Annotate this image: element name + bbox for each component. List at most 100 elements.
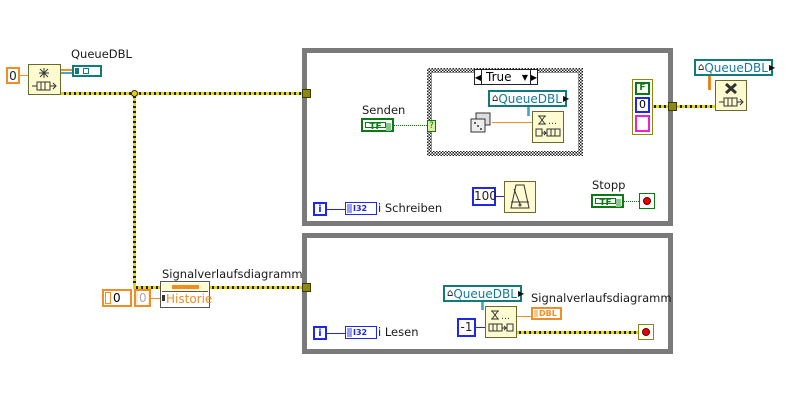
- enqueue-element-icon: …: [535, 115, 561, 137]
- queue-ref-text: QueueDBL: [704, 60, 768, 75]
- i32-label: I32: [353, 204, 368, 213]
- indicator-arrow-icon: [75, 68, 79, 74]
- case-next-icon[interactable]: ▶: [530, 70, 537, 84]
- history-constant-value: 0: [138, 291, 148, 305]
- i-schreiben-label: i Schreiben: [378, 201, 443, 215]
- senden-label: Senden: [362, 103, 406, 117]
- wire-senden: [394, 125, 428, 126]
- queue-ref-label: QueueDBL: [71, 47, 132, 61]
- timeout-constant[interactable]: -1: [457, 318, 476, 337]
- wire-junction: [131, 90, 138, 97]
- arrow-right-icon: ▶: [768, 63, 776, 72]
- chart-label-left: Signalverlaufsdiagramm: [162, 267, 303, 281]
- obtain-queue-node[interactable]: [28, 64, 61, 95]
- wire-i-schreiben: [327, 209, 345, 210]
- wire-wait: [496, 196, 504, 197]
- queue-ref-indicator[interactable]: [72, 65, 102, 77]
- chart-label-read: Signalverlaufsdiagramm: [531, 291, 672, 305]
- wire-ref-release: [708, 76, 711, 90]
- dequeue-element-node[interactable]: …: [485, 306, 517, 338]
- indicator-arrow: [347, 204, 352, 213]
- dbl-label: DBL: [539, 309, 557, 318]
- error-code: 0: [635, 97, 650, 113]
- wait-ms-constant[interactable]: 100: [472, 187, 497, 206]
- wire-size: [20, 75, 29, 76]
- increment-decrement-icon[interactable]: [105, 292, 111, 304]
- wire-i-lesen: [327, 333, 345, 334]
- i32-label: I32: [353, 328, 368, 337]
- history-constant[interactable]: 0: [134, 289, 151, 307]
- history-control[interactable]: 0: [102, 289, 132, 307]
- loop-condition-lesen[interactable]: [638, 324, 654, 340]
- error-wire-exit[interactable]: [641, 105, 675, 108]
- tunnel-schreiben-in[interactable]: [302, 89, 311, 98]
- while-loop-schreiben[interactable]: [302, 48, 673, 226]
- wire-queue-ref-orange: [61, 69, 73, 71]
- indicator-arrow: [534, 310, 538, 317]
- dice-icon: [470, 112, 491, 133]
- stop-icon: [643, 197, 651, 205]
- stopp-label: Stopp: [592, 178, 626, 192]
- obtain-queue-icon: [32, 68, 57, 91]
- error-wire-dequeue[interactable]: [516, 331, 642, 334]
- loop-condition-schreiben[interactable]: [639, 193, 655, 209]
- stopp-control[interactable]: TF: [591, 194, 624, 208]
- chart-ref-bar: [172, 285, 199, 289]
- senden-arrow: [386, 123, 391, 131]
- error-wire-branch[interactable]: [133, 93, 136, 288]
- stopp-tf: TF: [595, 198, 616, 208]
- queue-ref-text: QueueDBL: [453, 286, 517, 301]
- case-dropdown-icon[interactable]: ▼: [521, 72, 528, 82]
- error-cluster-constant[interactable]: F 0: [632, 79, 653, 135]
- chart-property-node[interactable]: Historie: [160, 281, 213, 308]
- case-selector-value: True: [486, 70, 512, 84]
- case-selector[interactable]: ◀ True ▼ ▶: [474, 69, 538, 85]
- property-historie: Historie: [166, 292, 213, 306]
- iteration-terminal-lesen: i: [313, 326, 327, 340]
- wire-stopp: [624, 201, 639, 202]
- case-prev-icon[interactable]: ◀: [475, 70, 482, 84]
- stopp-arrow: [616, 199, 621, 207]
- release-queue-node[interactable]: [715, 80, 747, 111]
- arrow-right-icon: ▶: [562, 94, 570, 103]
- wire-history: [151, 298, 161, 299]
- wire-ref-read: [481, 302, 484, 310]
- home-icon: ⌂: [447, 288, 454, 299]
- case-selector-terminal[interactable]: ?: [427, 120, 436, 132]
- error-wire-chart-out[interactable]: [209, 286, 303, 289]
- tunnel-lesen-in[interactable]: [302, 283, 311, 292]
- queue-ref-constant-write[interactable]: ⌂QueueDBL▶: [488, 90, 570, 107]
- wait-ms-node[interactable]: [504, 181, 536, 213]
- senden-tf: TF: [365, 122, 386, 132]
- error-wire-to-chart[interactable]: [133, 286, 161, 289]
- stop-icon: [642, 328, 650, 336]
- indicator-arrow: [347, 328, 352, 337]
- random-number-node[interactable]: [470, 112, 492, 134]
- error-wire-main[interactable]: [61, 92, 303, 95]
- queue-size-constant[interactable]: 0: [6, 67, 20, 84]
- error-source: [635, 115, 650, 132]
- iteration-terminal-schreiben: i: [313, 202, 327, 216]
- dequeue-element-icon: …: [488, 310, 514, 332]
- enqueue-element-node[interactable]: …: [532, 111, 564, 143]
- queue-ref-constant-release[interactable]: ⌂QueueDBL▶: [694, 59, 776, 76]
- i32-indicator-lesen[interactable]: I32: [345, 326, 377, 339]
- senden-control[interactable]: TF: [361, 118, 394, 132]
- svg-text:…: …: [501, 312, 510, 322]
- history-control-value: 0: [113, 291, 121, 305]
- wire-ref-write: [527, 107, 530, 116]
- error-wire-release[interactable]: [677, 105, 715, 108]
- property-node-header: [162, 283, 208, 292]
- chart-indicator[interactable]: DBL: [531, 307, 562, 320]
- release-queue-icon: [719, 82, 744, 107]
- tunnel-schreiben-out[interactable]: [668, 102, 677, 111]
- write-arrow-icon: [162, 295, 165, 301]
- i-lesen-label: i Lesen: [378, 325, 419, 339]
- refnum-icon: [83, 68, 89, 74]
- queue-ref-text: QueueDBL: [498, 91, 562, 106]
- queue-ref-constant-read[interactable]: ⌂QueueDBL▶: [443, 285, 524, 302]
- error-status: F: [635, 82, 650, 95]
- while-loop-lesen[interactable]: [302, 233, 673, 354]
- wire-dbl: [516, 316, 531, 317]
- i32-indicator-schreiben[interactable]: I32: [345, 202, 377, 215]
